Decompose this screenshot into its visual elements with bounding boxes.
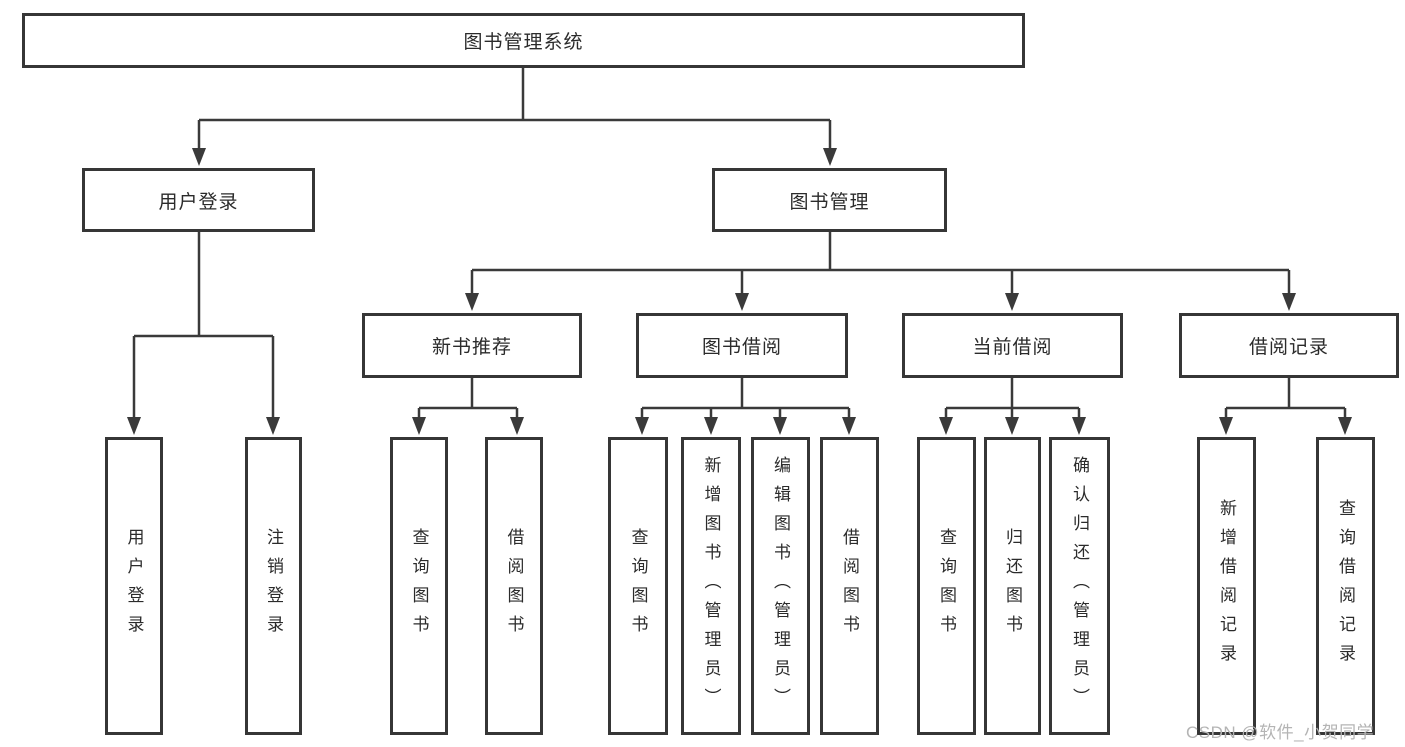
csdn-watermark: CSDN @软件_小贺同学 [1186,723,1375,742]
leaf-record-query-borrow-record: 查询借阅记录 [1316,437,1375,735]
node-book-management: 图书管理 [712,168,947,232]
leaf-record-add-borrow-record: 新增借阅记录 [1197,437,1256,735]
node-borrow-records: 借阅记录 [1179,313,1399,378]
leaf-current-confirm-return-admin: 确认归还（管理员） [1049,437,1110,735]
node-user-login: 用户登录 [82,168,315,232]
leaf-logout: 注销登录 [245,437,302,735]
leaf-user-login: 用户登录 [105,437,163,735]
leaf-borrow-edit-books-admin: 编辑图书（管理员） [751,437,810,735]
leaf-borrow-add-books-admin: 新增图书（管理员） [681,437,741,735]
leaf-recommend-query-books: 查询图书 [390,437,448,735]
arrowheads [127,148,1352,435]
node-current-borrow: 当前借阅 [902,313,1123,378]
leaf-borrow-query-books: 查询图书 [608,437,668,735]
node-library-management-system: 图书管理系统 [22,13,1025,68]
leaf-current-return-books: 归还图书 [984,437,1041,735]
node-new-book-recommend: 新书推荐 [362,313,582,378]
leaf-recommend-borrow-books: 借阅图书 [485,437,543,735]
node-book-borrow: 图书借阅 [636,313,848,378]
leaf-current-query-books: 查询图书 [917,437,976,735]
leaf-borrow-borrow-books: 借阅图书 [820,437,879,735]
